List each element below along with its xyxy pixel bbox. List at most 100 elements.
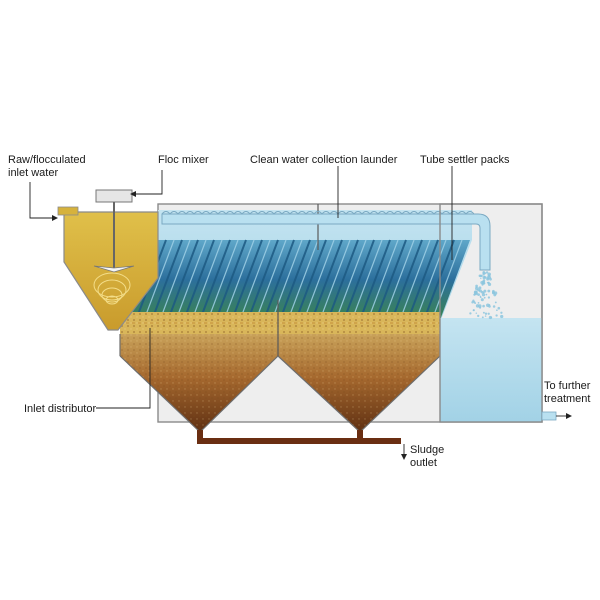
tube-stripe <box>167 239 199 321</box>
water-droplet <box>481 293 486 297</box>
tube-stripe <box>263 239 295 321</box>
tube-stripe <box>415 239 447 321</box>
water-droplet <box>487 312 490 315</box>
water-droplet <box>490 316 493 319</box>
water-droplet <box>481 316 484 319</box>
water-droplet <box>480 277 482 279</box>
water-droplet <box>495 314 498 317</box>
label-launder: Clean water collection launder <box>250 154 398 166</box>
water-droplet <box>484 312 488 315</box>
tube-stripe <box>279 239 311 321</box>
label-inlet-line2: inlet water <box>8 167 58 179</box>
water-droplet <box>477 293 480 296</box>
water-droplet <box>482 281 485 284</box>
water-droplet <box>486 276 490 280</box>
water-droplet <box>475 312 478 314</box>
tube-stripe <box>175 239 207 321</box>
tube-stripe <box>271 239 303 321</box>
tube-stripe <box>143 239 175 321</box>
tube-stripe <box>191 239 223 321</box>
leader-lines <box>29 166 453 409</box>
water-droplet <box>478 286 482 290</box>
tube-stripe <box>255 239 287 321</box>
label-further-line2: treatment <box>544 393 590 405</box>
water-droplet <box>481 283 484 286</box>
clean-water-outlet-chamber <box>439 203 543 423</box>
label-floc-mixer: Floc mixer <box>158 154 209 166</box>
water-droplet <box>500 314 504 319</box>
water-droplet <box>469 312 472 315</box>
tube-stripe <box>367 239 399 321</box>
tube-stripe <box>151 239 183 321</box>
water-droplet <box>477 314 480 318</box>
water-droplet <box>500 311 503 314</box>
treated-water-outlet-pipe <box>541 411 572 421</box>
tube-stripe <box>407 239 439 321</box>
tube-stripe <box>327 239 359 321</box>
label-tube-settler: Tube settler packs <box>420 154 510 166</box>
tube-stripe <box>183 239 215 321</box>
tube-stripe <box>359 239 391 321</box>
water-droplet <box>477 302 480 304</box>
water-droplet <box>485 271 489 274</box>
water-droplet <box>481 290 484 294</box>
water-droplet <box>472 299 475 302</box>
water-droplet <box>483 275 486 279</box>
tube-stripe <box>159 239 191 321</box>
water-droplet <box>492 305 496 308</box>
label-sludge-line1: Sludge <box>410 444 444 456</box>
water-droplet <box>494 301 497 304</box>
tube-stripe <box>391 239 423 321</box>
inlet-distributor-zone <box>120 312 440 334</box>
label-inlet-distributor: Inlet distributor <box>24 403 96 415</box>
tube-stripe <box>199 239 231 321</box>
water-droplet <box>487 281 490 284</box>
water-droplet <box>480 298 484 302</box>
sludge-hoppers <box>119 334 441 433</box>
water-droplet <box>484 315 487 317</box>
water-droplet <box>472 309 475 312</box>
clean-water-launder <box>161 211 491 271</box>
tube-stripe <box>207 239 239 321</box>
tube-stripe <box>215 239 247 321</box>
raw-water-inlet-pipe <box>57 206 79 216</box>
tube-stripe <box>375 239 407 321</box>
tube-stripe <box>343 239 375 321</box>
floc-mixer <box>93 189 135 273</box>
water-droplet <box>497 306 501 310</box>
tube-stripe <box>399 239 431 321</box>
tube-stripe <box>423 239 455 321</box>
label-inlet-line1: Raw/flocculated <box>8 154 86 166</box>
water-droplet <box>496 309 498 312</box>
water-droplet <box>492 289 495 293</box>
water-droplet <box>482 304 485 308</box>
water-droplet <box>481 275 483 277</box>
tube-stripe <box>431 239 463 321</box>
water-droplet <box>489 277 492 281</box>
water-droplet <box>473 290 478 295</box>
tube-stripe <box>295 239 327 321</box>
tube-stripe <box>319 239 351 321</box>
labels: Raw/flocculated inlet water Floc mixer C… <box>8 154 591 469</box>
water-spray <box>469 270 504 320</box>
water-droplet <box>487 296 491 299</box>
tube-stripe <box>287 239 319 321</box>
water-droplet <box>482 311 485 314</box>
tube-stripe <box>351 239 383 321</box>
water-droplet <box>484 272 487 275</box>
tube-stripe <box>223 239 255 321</box>
water-droplet <box>475 286 477 288</box>
water-droplet <box>478 304 482 308</box>
tube-stripe <box>247 239 279 321</box>
water-droplet <box>482 273 485 276</box>
tube-stripe <box>239 239 271 321</box>
water-droplet <box>483 296 486 299</box>
label-sludge-line2: outlet <box>410 457 437 469</box>
tube-stripe <box>303 239 335 321</box>
water-droplet <box>486 303 490 308</box>
water-droplet <box>474 302 477 305</box>
water-droplet <box>485 293 488 296</box>
tube-settler-packs <box>119 239 470 321</box>
tube-stripe <box>231 239 263 321</box>
